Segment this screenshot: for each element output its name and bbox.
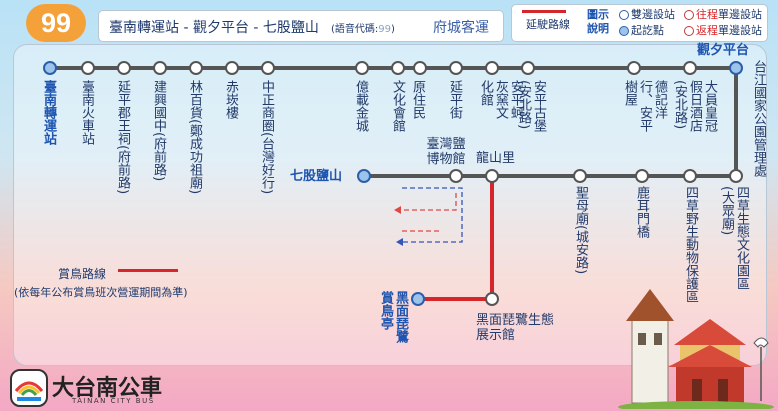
route-title: 臺南轉運站 - 觀夕平台 - 七股鹽山 <box>109 20 319 36</box>
stop-label: 聖母廟(城安路) <box>573 186 588 275</box>
stop-label: 文化會館 <box>390 80 405 132</box>
stop-label-guanxi-platform: 觀夕平台 <box>697 43 750 58</box>
stop-dot <box>485 61 499 75</box>
bird-route-line <box>418 176 494 301</box>
stop-label: 中正商圈(台灣好行) <box>259 80 274 195</box>
legend-extension-label: 延駛路線 <box>526 18 570 31</box>
stop-dot <box>521 61 535 75</box>
route-header: 臺南轉運站 - 觀夕平台 - 七股鹽山 (語音代碼:99) 府城客運 <box>98 10 504 42</box>
legend-inbound: 返程單邊設站 <box>684 24 762 38</box>
stop-label: 台江國家公園管理處 <box>751 60 766 177</box>
stop-dot <box>449 169 463 183</box>
stop-dot <box>43 61 57 75</box>
logo-name: 大台南公車 <box>52 376 163 401</box>
stop-dot <box>683 169 697 183</box>
bird-route-label: 賞鳥路線 <box>58 267 107 281</box>
stop-label: 臺灣鹽博物館 <box>426 137 466 167</box>
stop-label: 臺南火車站 <box>79 80 94 145</box>
legend-extension-line <box>522 10 566 13</box>
stop-dot <box>485 292 499 306</box>
stop-dot <box>485 169 499 183</box>
stop-label: 建興國中(府前路) <box>151 80 166 182</box>
stop-dot <box>261 61 275 75</box>
temple-illustration <box>618 289 774 409</box>
stop-label: 鹿耳門橋 <box>634 186 649 238</box>
stop-label: 赤崁樓 <box>223 80 238 119</box>
legend-box: 延駛路線 圖示說明 雙邊設站 起訖點 往程單邊設站 返程單邊設站 <box>511 4 768 42</box>
operator-name: 府城客運 <box>433 20 489 36</box>
rainbow-logo-icon <box>10 369 48 407</box>
stop-dot <box>411 292 425 306</box>
direction-arrows-icon <box>394 187 463 246</box>
stop-label-bird-pavilion: 黑面琵鷺賞鳥亭 <box>378 291 408 343</box>
stop-dot <box>153 61 167 75</box>
stop-dot <box>627 61 641 75</box>
stop-dot <box>413 61 427 75</box>
both-sides-dot-icon <box>619 10 629 20</box>
stop-label-qigu-salt-mountain: 七股鹽山 <box>290 169 343 184</box>
legend-outbound: 往程單邊設站 <box>684 8 762 22</box>
terminus-dot-icon <box>619 26 629 36</box>
outbound-dot-icon <box>684 10 694 20</box>
stop-dot <box>449 61 463 75</box>
tainan-city-bus-logo: 大台南公車 TAINAN CITY BUS <box>10 369 190 409</box>
stop-label: 四草生態文化園區(大眾廟) <box>719 186 749 290</box>
stop-label: 延平郡王祠(府前路) <box>115 80 130 195</box>
stop-label: 德記洋行、安平樹屋 <box>622 80 667 132</box>
stop-label: 安平古堡(安北路) <box>516 80 546 132</box>
route-number-badge: 99 <box>26 4 86 42</box>
stop-dot <box>355 61 369 75</box>
stop-label: 大員皇冠假日酒店(安北路) <box>672 80 717 132</box>
voice-code: (語音代碼:99) <box>331 24 395 35</box>
stop-dot <box>391 61 405 75</box>
stop-label: 安平蚵灰窯文化館 <box>478 80 523 119</box>
stop-label: 延平街 <box>447 80 462 119</box>
stop-label: 億載金城 <box>353 80 368 132</box>
stop-dot <box>729 61 743 75</box>
stop-label-tainan-transit: 臺南轉運站 <box>41 80 56 145</box>
stop-dot <box>81 61 95 75</box>
stop-dot <box>189 61 203 75</box>
bird-route-legend-line <box>118 269 178 272</box>
legend-both-sides: 雙邊設站 <box>619 8 675 22</box>
legend-terminus: 起訖點 <box>619 24 664 38</box>
stop-label: 四草野生動物保護區 <box>683 186 698 303</box>
stop-label: 龍山里 <box>476 151 516 166</box>
stop-dot <box>573 169 587 183</box>
stop-dot <box>357 169 371 183</box>
stop-label: 林百貨(鄭成功祖廟) <box>187 80 202 195</box>
stop-label: 原住民 <box>410 80 425 119</box>
inbound-dot-icon <box>684 26 694 36</box>
stop-dot <box>683 61 697 75</box>
logo-subtitle: TAINAN CITY BUS <box>72 397 155 405</box>
bird-route-note: (依每年公布賞鳥班次營運期間為準) <box>14 286 188 299</box>
stop-label: 黑面琵鷺生態展示館 <box>476 313 555 343</box>
stop-dot <box>117 61 131 75</box>
stop-dot <box>635 169 649 183</box>
legend-title: 圖示說明 <box>587 8 609 35</box>
stop-dot <box>225 61 239 75</box>
stop-dot <box>729 169 743 183</box>
